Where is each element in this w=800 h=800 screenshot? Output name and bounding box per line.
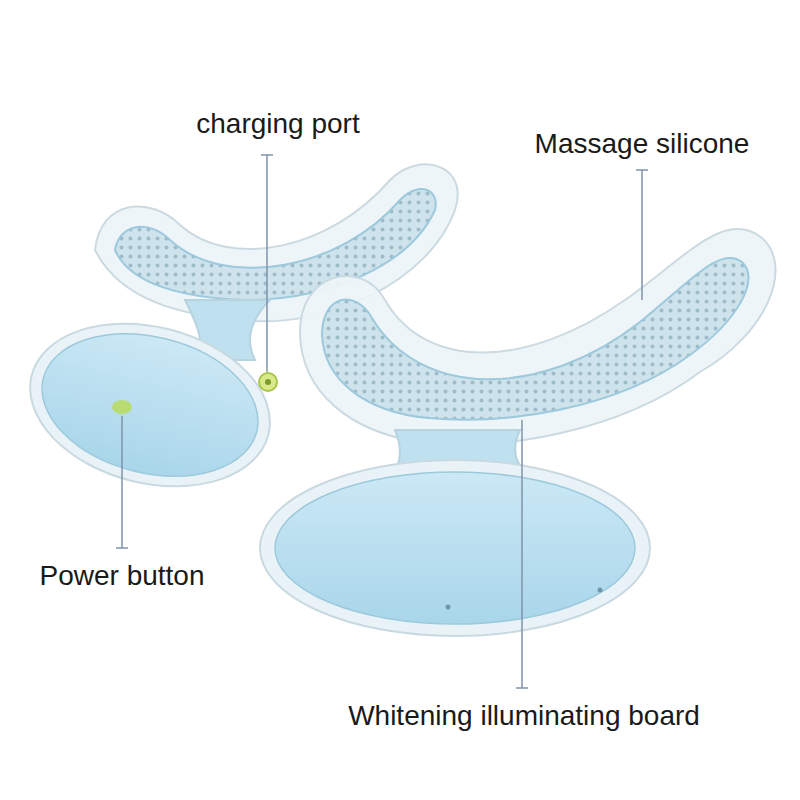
part-label: Power button <box>40 560 205 592</box>
leader-lines <box>116 155 648 688</box>
part-label: charging port <box>196 108 359 140</box>
part-label: Massage silicone <box>535 128 750 160</box>
front-device <box>260 229 776 636</box>
part-label: Whitening illuminating board <box>348 700 700 732</box>
